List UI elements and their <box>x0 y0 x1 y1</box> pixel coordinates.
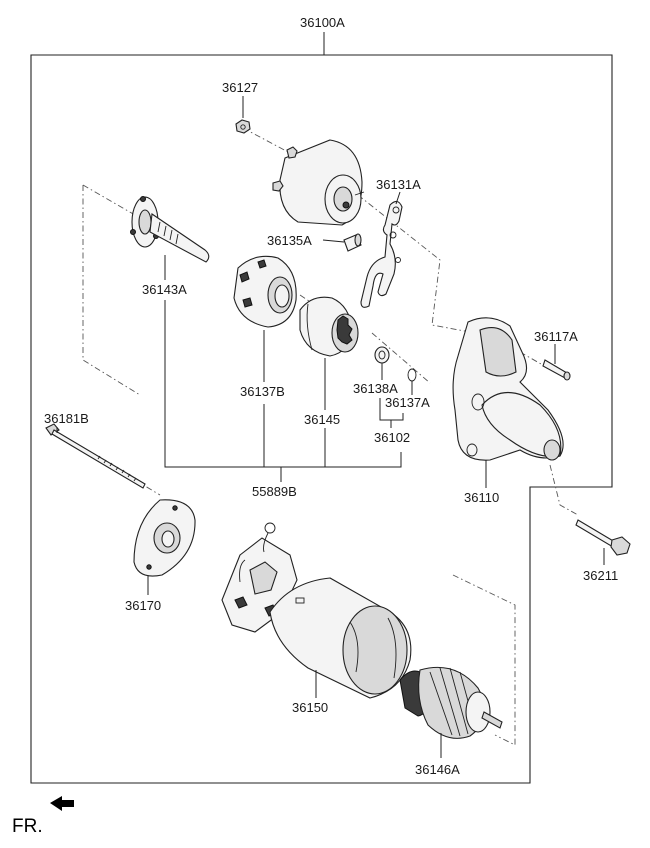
label-36143A[interactable]: 36143A <box>142 282 187 297</box>
label-36145[interactable]: 36145 <box>304 412 340 427</box>
label-36170[interactable]: 36170 <box>125 598 161 613</box>
label-36102[interactable]: 36102 <box>374 430 410 445</box>
part-36135A-cap[interactable] <box>343 233 362 252</box>
bracket-36102 <box>379 398 404 428</box>
part-36181B-through-bolt[interactable] <box>45 423 146 489</box>
part-36211-mounting-bolt[interactable] <box>575 519 631 556</box>
part-36150-yoke[interactable] <box>269 577 412 699</box>
label-36100A[interactable]: 36100A <box>300 15 345 30</box>
part-36170-rear-cover[interactable] <box>133 499 196 577</box>
front-direction-label: FR. <box>12 816 43 837</box>
label-36138A[interactable]: 36138A <box>353 381 398 396</box>
label-36146A[interactable]: 36146A <box>415 762 460 777</box>
label-36131A[interactable]: 36131A <box>376 177 421 192</box>
part-36137B-gear-housing[interactable] <box>233 255 297 328</box>
part-36138A-washer[interactable] <box>374 346 390 364</box>
bracket-55889B <box>164 300 402 482</box>
label-36117A[interactable]: 36117A <box>534 329 578 344</box>
label-36110[interactable]: 36110 <box>464 490 499 505</box>
label-36181B[interactable]: 36181B <box>44 411 89 426</box>
part-36143A-planetary-shaft[interactable] <box>130 196 210 263</box>
label-36150[interactable]: 36150 <box>292 700 328 715</box>
part-36110-front-housing[interactable] <box>452 317 564 461</box>
part-36117A-stud[interactable] <box>542 359 571 381</box>
part-36146A-armature[interactable] <box>399 666 503 739</box>
label-36211[interactable]: 36211 <box>583 568 618 583</box>
label-36135A[interactable]: 36135A <box>267 233 312 248</box>
part-36137A-snap-ring[interactable] <box>407 368 417 382</box>
part-36131A-shift-lever[interactable] <box>360 200 403 308</box>
leader-36131A <box>395 191 401 205</box>
assembly-frame <box>30 54 613 784</box>
label-36127[interactable]: 36127 <box>222 80 258 95</box>
part-solenoid-switch[interactable] <box>272 139 365 226</box>
label-55889B[interactable]: 55889B <box>252 484 297 499</box>
part-36145-clutch-pinion[interactable] <box>299 296 359 357</box>
part-36127-nut[interactable] <box>235 119 251 134</box>
leader-36135A <box>322 239 345 243</box>
front-direction-arrow-icon <box>50 796 74 811</box>
label-36137A[interactable]: 36137A <box>385 395 430 410</box>
label-36137B[interactable]: 36137B <box>240 384 285 399</box>
